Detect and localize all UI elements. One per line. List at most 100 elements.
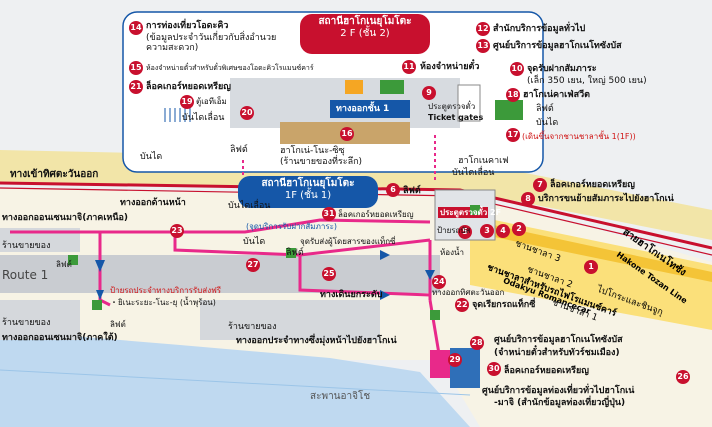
label-16: ฮาโกเน่-โนะ-ซิซุ [280,146,345,156]
label-south-exit: ทางออกออนเซนมาจิ(ภาคใต้) [2,333,118,343]
label-elevator-south: ลิฟต์ [110,320,126,329]
label-east-exit: ทางออกทิศตะวันออก [432,288,505,297]
ticket-gate-2f-bar [438,207,488,218]
marker-18: 18 [506,88,520,102]
shop-block-c [200,300,380,340]
label-ticket-gates: Ticket gates [428,113,484,122]
lockers-building [430,350,450,378]
label-10: จุดรับฝากสัมภาระ [527,64,597,74]
marker-12: 12 [476,22,490,36]
marker-10: 10 [510,62,524,76]
label-west-entrance: ทางเข้าทิศตะวันออก [10,169,99,180]
lower-station-banner: สถานีฮาโกเนยุโมโตะ 1F (ชั้น 1) [238,176,378,208]
label-sign-b: ・ยิเนะระยะ-โนะ-ยุ (น้ำพุร้อน) [110,298,216,307]
label-17-a: บันได [536,118,559,128]
label-6: ลิฟต์ [403,186,421,196]
marker-6: 6 [386,183,400,197]
label-19: ตู้เอทีเอ็ม [196,97,227,106]
label-route-1: Route 1 [2,268,49,282]
marker-31: 31 [322,207,336,221]
upper-dashed-route [242,135,436,180]
label-sign-a: ป้ายรถประจำทางบริการรับส่งฟรี [110,286,222,295]
marker-15: 15 [129,61,143,75]
marker-7: 7 [533,178,547,192]
label-14-sub: (ข้อมูลประจำวันเกี่ยวกับสิ่งอำนวยความสะด… [146,33,277,53]
label-tourist-info-sub: -มาจิ (สำนักข้อมูลท่องเที่ยวญี่ปุ่น) [494,398,626,408]
route-arrows [95,250,435,300]
label-bridge: สะพานอาจิโช [310,391,371,402]
label-elevator-lower: ลิฟต์ [286,248,304,258]
upper-exit-bar [330,100,410,118]
label-10-sub: (เล็ก 350 เยน, ใหญ่ 500 เยน) [527,76,647,86]
marker-23: 23 [170,224,184,238]
marker-13: 13 [476,39,490,53]
top-station-banner: สถานีฮาโกเนยุโมโตะ 2 F (ชั้น 2) [300,14,430,54]
label-shop-c: ร้านขายของ [228,322,277,332]
label-21: ล็อคเกอร์หยอดเหรียญ [146,82,231,92]
label-steps-upper: บันได [140,152,163,162]
river-wave [0,369,471,396]
label-12: สำนักบริการข้อมูลทั่วไป [493,24,586,34]
stairs-block [457,84,481,122]
label-22: จุดเรียกรถแท็กซี่ [472,300,536,310]
marker-27: 27 [246,258,260,272]
marker-14: 14 [129,21,143,35]
label-bus-stop-exit: ทางออกประจำทางซึ่งมุ่งหน้าไปยังฮาโกเน่ [236,336,397,346]
marker-19: 19 [180,95,194,109]
marker-17: 17 [506,128,520,142]
ticket-office-block [345,80,363,94]
marker-24: 24 [432,275,446,289]
label-stairs-right: บันไดเลื่อน [452,168,495,178]
label-5: ป้ายรถบัส [437,226,471,235]
info-block [380,80,404,94]
label-18: ฮาโกเน่คาเฟ่สวีต [523,90,590,100]
marker-4: 4 [496,224,510,238]
marker-1: 1 [584,260,598,274]
label-11: ห้องจำหน่ายตั๋ว [420,62,480,72]
label-bus-info: ศูนย์บริการข้อมูลฮาโกเนโทซังบัส [494,335,623,345]
label-tourist-info: ศูนย์บริการข้อมูลท่องเที่ยวทั่วไปฮาโกเน่ [482,386,635,396]
marker-30: 30 [487,362,501,376]
escalator-stripes [164,108,191,122]
marker-5: 5 [458,225,472,239]
lower-station-name: สถานีฮาโกเนยุโมโตะ [261,178,355,189]
marker-9: 9 [422,86,436,100]
label-9: ประตูตรวจตั๋ว [428,102,476,111]
label-front-exit: ทางออกด้านหน้า [120,198,186,208]
shop-block-b [0,300,80,340]
label-taxi-stand: จุดรับส่งผู้โดยสารของแท็กซี่ [300,237,396,246]
marker-29: 29 [448,353,462,367]
marker-11: 11 [402,60,416,74]
label-hakone-cafe: ฮาโกเนคาเฟ [458,156,509,166]
label-30: ล็อคเกอร์หยอดเหรียญ [504,366,589,376]
marker-8: 8 [521,192,535,206]
label-elevator-left: ลิฟต์ [56,260,72,269]
elevator-icons [68,205,480,320]
label-16-sub: (ร้านขายของที่ระลึก) [280,157,363,167]
top-station-floor: 2 F (ชั้น 2) [340,28,390,39]
platform-stripe [470,220,712,282]
marker-20: 20 [240,106,254,120]
label-shop-b: ร้านขายของ [2,318,51,328]
label-ticket-gate-2f: ประตูตรวจตั๋ว 2F [440,208,502,217]
label-elevator-right: ลิฟต์ [536,104,554,114]
top-station-name: สถานีฮาโกเนยุโมโตะ [318,16,412,27]
label-stairs-upper: บันไดเลื่อน [182,113,225,123]
marker-25: 25 [322,267,336,281]
river [0,330,470,427]
label-bus-info-sub: (จำหน่ายตั๋วสำหรับทัวร์ชมเมือง) [494,348,620,358]
marker-28: 28 [470,336,484,350]
label-toilet: ห้องน้ำ [440,248,464,257]
label-upper-exit: ทางออกชั้น 1 [336,104,390,114]
lower-station-floor: 1F (ชั้น 1) [284,190,332,201]
marker-16: 16 [340,127,354,141]
label-walkway: ทางเดินยกระดับ [320,290,383,300]
label-north-exit: ทางออกออนเซนมาจิ(ภาคเหนือ) [2,213,128,223]
label-14: การท่องเที่ยวโอดะคิว [146,21,229,31]
label-shop-a: ร้านขายของ [2,241,51,251]
marker-2: 2 [512,222,526,236]
marker-21: 21 [129,80,143,94]
label-steps-lower: บันได [243,237,266,247]
marker-26: 26 [676,370,690,384]
